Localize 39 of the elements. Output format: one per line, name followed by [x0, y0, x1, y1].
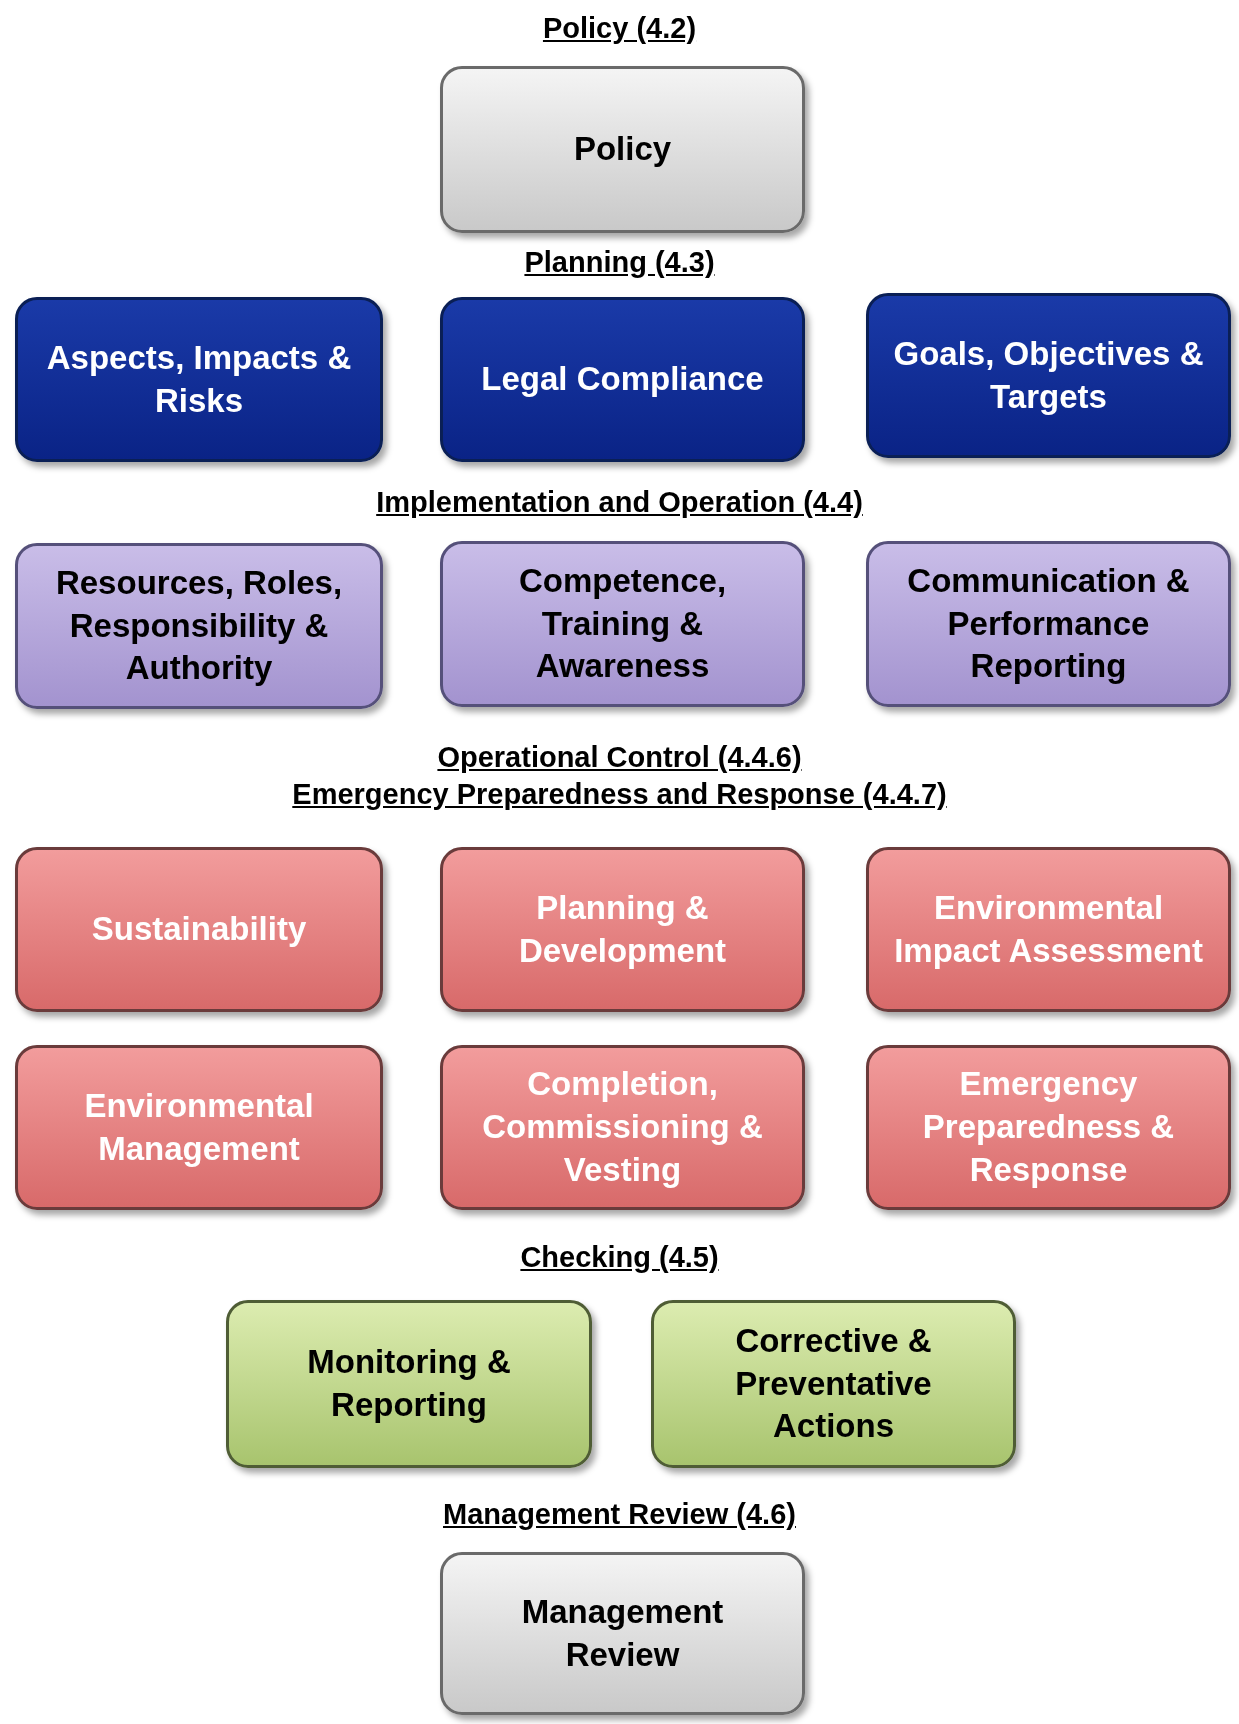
rounded-box [440, 1045, 805, 1210]
section-heading: Planning (4.3) [524, 246, 715, 278]
box-label: Competence, Training & Awareness [517, 560, 728, 687]
box-label: Legal Compliance [481, 359, 764, 400]
rounded-box [440, 297, 805, 462]
box-label: Management Review [520, 1591, 725, 1675]
box-label: Communication & Performance Reporting [906, 560, 1191, 687]
box-label: Environmental Management [83, 1085, 315, 1169]
rounded-box [440, 541, 805, 707]
box-label: Sustainability [91, 909, 307, 950]
rounded-box [15, 297, 383, 462]
box-label: Planning & Development [517, 887, 728, 971]
rounded-box [15, 1045, 383, 1210]
rounded-box [15, 543, 383, 709]
rounded-box [866, 847, 1231, 1012]
rounded-box [866, 1045, 1231, 1210]
rounded-box [651, 1300, 1016, 1468]
section-heading: Operational Control (4.4.6) [437, 741, 802, 773]
box-label: Policy [573, 129, 672, 170]
rounded-box [866, 293, 1231, 458]
box-label: Corrective & Preventative Actions [734, 1320, 933, 1447]
section-heading: Implementation and Operation (4.4) [376, 486, 863, 518]
box-label: Emergency Preparedness & Response [921, 1064, 1176, 1190]
section-heading: Management Review (4.6) [443, 1498, 796, 1530]
box-label: Monitoring & Reporting [306, 1342, 512, 1425]
box-label: Environmental Impact Assessment [893, 887, 1204, 971]
box-label: Aspects, Impacts & Risks [45, 337, 353, 421]
rounded-box [866, 541, 1231, 707]
section-heading: Checking (4.5) [520, 1241, 719, 1273]
section-heading: Emergency Preparedness and Response (4.4.7) [292, 778, 947, 810]
rounded-box [440, 847, 805, 1012]
box-label: Goals, Objectives & Targets [892, 333, 1205, 417]
rounded-box [440, 1552, 805, 1715]
rounded-box [226, 1300, 592, 1468]
rounded-box [440, 66, 805, 233]
box-label: Resources, Roles, Responsibility & Authority [54, 562, 344, 689]
rounded-box [15, 847, 383, 1012]
box-label: Completion, Commissioning & Vesting [481, 1064, 764, 1190]
section-heading: Policy (4.2) [542, 12, 697, 44]
